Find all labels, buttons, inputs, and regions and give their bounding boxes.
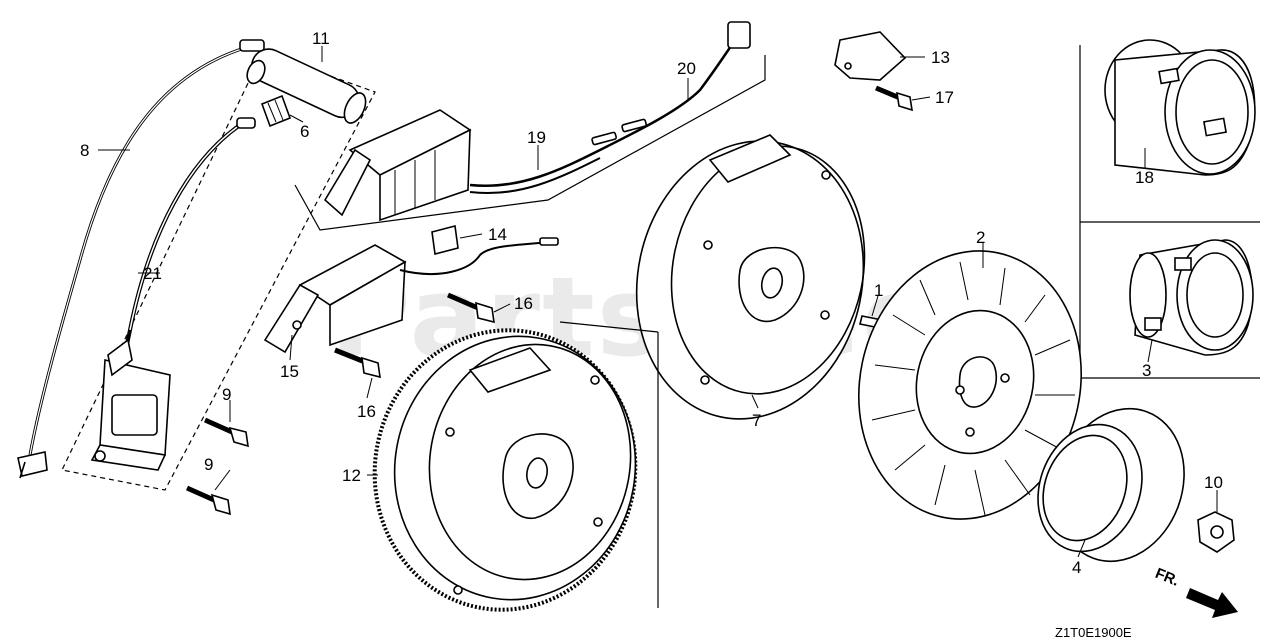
callout-21: 21 [143, 264, 162, 283]
callout-17: 17 [935, 88, 954, 107]
diagram-code: Z1T0E1900E [1055, 625, 1132, 639]
front-direction-label: FR. [1153, 565, 1182, 590]
part-2-cooling-fan [858, 250, 1082, 520]
part-15-exciter-coil [263, 237, 559, 354]
part-8-plug-cable [17, 39, 265, 479]
divider-line [559, 321, 659, 333]
part-14-plug [431, 224, 459, 256]
callout-14: 14 [488, 225, 507, 244]
callout-9-lower: 9 [204, 455, 213, 474]
callout-2: 2 [976, 228, 985, 247]
callout-19: 19 [527, 128, 546, 147]
callout-13: 13 [931, 48, 950, 67]
leader-lines [98, 46, 1218, 558]
part-6-cap-nut [260, 94, 292, 128]
callout-20: 20 [677, 59, 696, 78]
callout-7: 7 [752, 411, 761, 430]
part-3-starter-cup-alt [1129, 239, 1254, 356]
part-19-charge-coil [323, 109, 472, 222]
part-21-coil-cable [118, 117, 256, 376]
part-16-bolt-lower [334, 347, 381, 379]
callout-11: 11 [312, 29, 330, 48]
part-18-starter-cup [1104, 39, 1256, 176]
part-7-flywheel [635, 134, 866, 420]
callout-15: 15 [280, 362, 299, 381]
part-12-flywheel-ring-gear [372, 328, 638, 612]
callout-10: 10 [1204, 473, 1223, 492]
callout-4: 4 [1072, 558, 1081, 577]
part-9-bolt-upper [203, 417, 249, 448]
ignition-coil [90, 338, 171, 471]
part-17-bolt [875, 85, 913, 112]
callout-8: 8 [80, 141, 89, 160]
part-16-bolt-upper [447, 292, 495, 324]
callout-18: 18 [1135, 168, 1154, 187]
callout-16-lower: 16 [357, 402, 376, 421]
part-13-bracket [834, 31, 907, 81]
callout-6: 6 [300, 122, 309, 141]
part-11-plug-cap [246, 48, 367, 124]
part-10-flange-nut [1197, 511, 1235, 553]
callout-1: 1 [874, 281, 883, 300]
callout-3: 3 [1142, 361, 1151, 380]
harness-frame [294, 55, 766, 231]
callout-16-upper: 16 [514, 294, 533, 313]
callout-9-upper: 9 [222, 385, 231, 404]
part-20-wire-harness [469, 21, 751, 194]
part-9-bolt-lower [185, 485, 231, 516]
callout-labels: 1 2 3 4 6 7 8 9 9 10 11 12 13 14 15 16 1… [80, 29, 1223, 577]
part-4-starter-pulley [1037, 407, 1185, 563]
callout-12: 12 [342, 466, 361, 485]
front-direction-indicator: FR. [1153, 565, 1238, 618]
